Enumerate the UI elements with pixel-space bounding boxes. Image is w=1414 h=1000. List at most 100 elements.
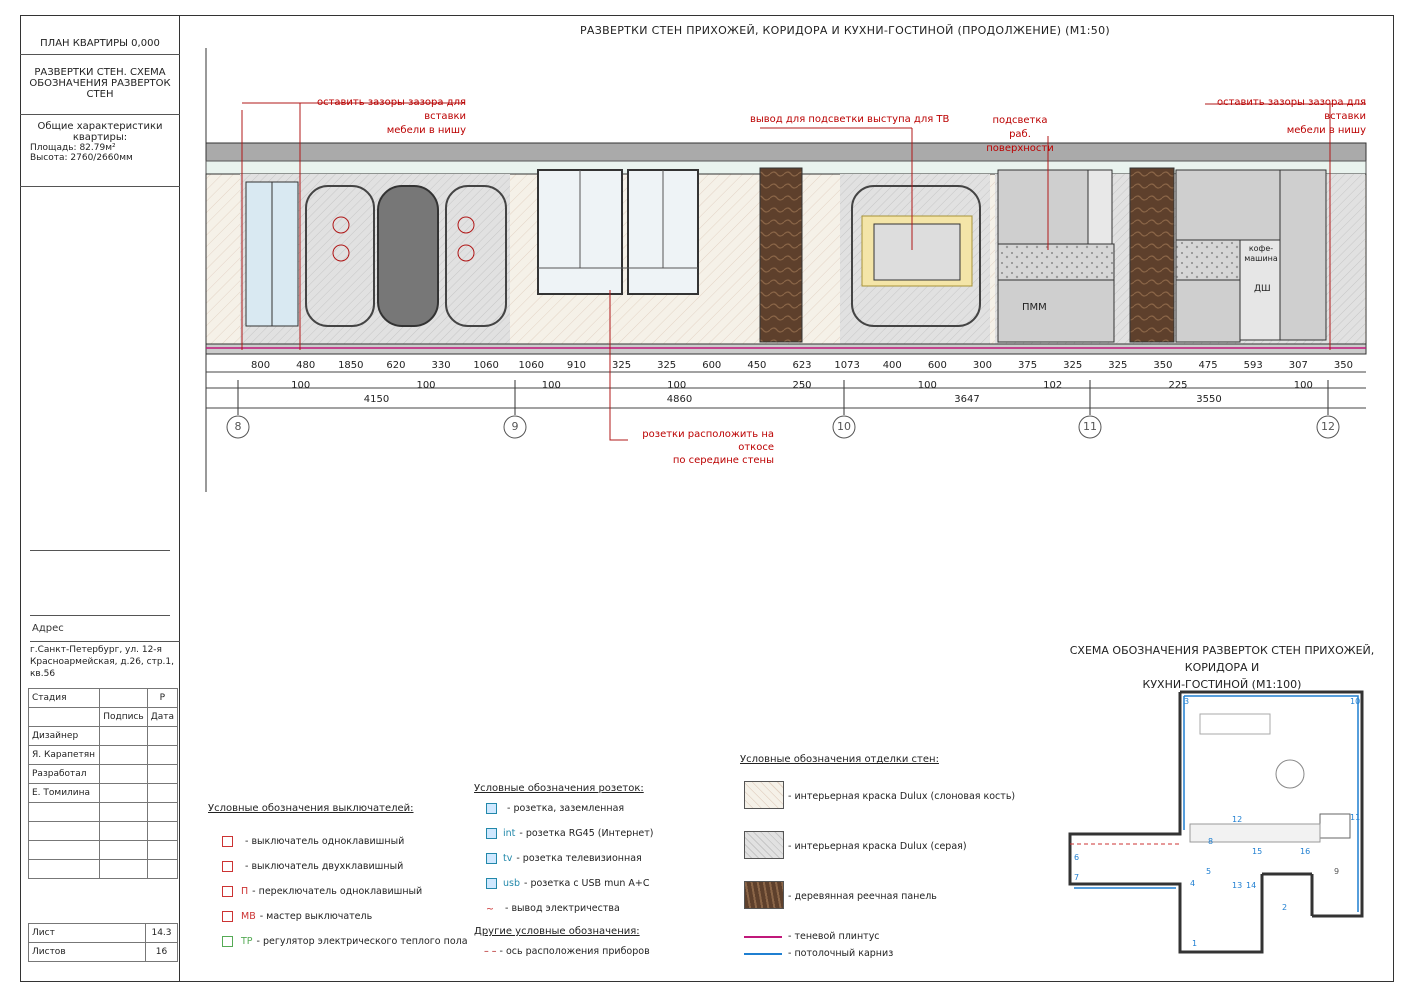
- socket-legend-text: - розетка телевизионная: [516, 853, 642, 864]
- wood-panel-1: [759, 167, 803, 343]
- switch-legend-text: - выключатель двухклавишный: [245, 861, 404, 872]
- dimension-label: 375: [1018, 360, 1038, 371]
- socket-legend-item: usb- розетка с USB mun A+C: [486, 878, 650, 889]
- divider: [30, 615, 170, 616]
- scheme-label-2: 2: [1282, 903, 1287, 912]
- rounded-niche-2: [445, 185, 507, 327]
- sheet-name-line2: ОБОЗНАЧЕНИЯ РАЗВЕРТОК СТЕН: [29, 78, 171, 100]
- gap-note-right-line1: оставить зазоры зазора для вставки: [1216, 97, 1366, 122]
- sheet-name-line1: РАЗВЕРТКИ СТЕН. СХЕМА: [34, 67, 166, 78]
- total-dimension-label: 4860: [666, 394, 693, 405]
- dimension-label: 800: [251, 360, 271, 371]
- socket-legend-item: ~- вывод электричества: [486, 903, 620, 915]
- kitchen-upper-cabinet: [997, 169, 1091, 245]
- kitchen-lower-cabinet: [997, 279, 1115, 343]
- char-title-2: квартиры:: [72, 132, 128, 143]
- apartment-characteristics: Общие характеристики квартиры: Площадь: …: [20, 115, 180, 187]
- finish-cornice-text: - потолочный карниз: [788, 948, 894, 959]
- dimension-label: 600: [702, 360, 722, 371]
- dimension-label: 593: [1243, 360, 1263, 371]
- scheme-title-line2: КУХНИ-ГОСТИНОЙ (М1:100): [1142, 678, 1302, 691]
- plan-label: ПЛАН КВАРТИРЫ 0,000: [20, 33, 180, 55]
- fridge-column: [1279, 169, 1327, 341]
- axis-number: 11: [1083, 420, 1097, 433]
- scheme-label-13: 13: [1232, 881, 1242, 890]
- switch-legend-text: - регулятор электрического теплого пола: [256, 936, 468, 947]
- dimension-label: 100: [917, 380, 937, 391]
- dimension-label: 325: [1108, 360, 1128, 371]
- address-value: г.Санкт-Петербург, ул. 12-я Красноармейс…: [30, 641, 180, 680]
- scheme-label-16: 16: [1300, 847, 1310, 856]
- axis-number: 10: [837, 420, 851, 433]
- socket-symbol-icon: [486, 803, 497, 814]
- sheets-value: 16: [145, 942, 178, 962]
- socket-legend-text: - розетка с USB mun A+C: [524, 878, 650, 889]
- switch-symbol-icon: [222, 861, 233, 872]
- title-block-sidebar: ПЛАН КВАРТИРЫ 0,000 РАЗВЕРТКИ СТЕН. СХЕМ…: [20, 15, 180, 982]
- kitchen-backsplash-2: [1175, 239, 1241, 281]
- light-point: [457, 244, 475, 262]
- dimension-label: 325: [611, 360, 632, 371]
- dimension-label: 350: [1153, 360, 1173, 371]
- dimension-label: 250: [792, 380, 812, 391]
- dimension-label: 600: [927, 360, 947, 371]
- axis-bubble: [1316, 415, 1340, 439]
- work-light-line1: подсветка раб.: [992, 115, 1048, 140]
- switch-symbol-code: ТР: [241, 936, 253, 947]
- ivory-swatch: [744, 781, 784, 809]
- area-value: Площадь: 82.79м²: [30, 143, 116, 153]
- switch-legend-text: - мастер выключатель: [259, 911, 373, 922]
- dimension-label: 102: [1043, 380, 1063, 391]
- gap-note-left-line2: мебели в нишу: [386, 125, 466, 136]
- kitchen-shelf: [1087, 169, 1113, 245]
- developed-label: Разработал: [27, 764, 101, 784]
- other-legend-title: Другие условные обозначения:: [474, 926, 640, 937]
- switch-symbol-icon: [222, 911, 233, 922]
- scheme-label-5: 5: [1206, 867, 1211, 876]
- wall-outline: [1068, 692, 1264, 954]
- socket-legend-item: int- розетка RG45 (Интернет): [486, 828, 654, 839]
- scheme-label-9: 9: [1334, 867, 1339, 876]
- switch-symbol-icon: [222, 836, 233, 847]
- axis-bubble: [503, 415, 527, 439]
- sign-label: Подпись: [99, 707, 148, 727]
- switch-symbol-code: МВ: [241, 911, 256, 922]
- dimension-label: 475: [1198, 360, 1218, 371]
- dimension-label: 1073: [834, 360, 860, 371]
- dimension-label: 1850: [338, 360, 364, 371]
- scheme-label-10: 10: [1350, 697, 1360, 706]
- address-line2: Красноармейская, д.26, стр.1,: [30, 657, 175, 667]
- developer-name: Е. Томилина: [27, 783, 101, 803]
- dimension-label: 300: [972, 360, 993, 371]
- dimension-label: 400: [882, 360, 902, 371]
- scheme-title: СХЕМА ОБОЗНАЧЕНИЯ РАЗВЕРТОК СТЕН ПРИХОЖЕ…: [1052, 642, 1392, 693]
- floor-slab: [205, 343, 1367, 355]
- gap-note-right-line2: мебели в нишу: [1286, 125, 1366, 136]
- skirting-line-swatch: [744, 936, 782, 938]
- dimension-label: 330: [431, 360, 451, 371]
- stage-label: Стадия: [27, 688, 101, 708]
- coffee-machine-label: кофе-машина: [1244, 244, 1278, 263]
- switch-symbol-icon: [222, 936, 233, 947]
- axis-number: 12: [1321, 420, 1335, 433]
- scheme-label-4: 4: [1190, 879, 1195, 888]
- light-point: [332, 216, 350, 234]
- scheme-label-11: 11: [1350, 813, 1360, 822]
- dimension-label: 100: [541, 380, 561, 391]
- scheme-label-7: 7: [1074, 873, 1079, 882]
- total-dimension-label: 3550: [1196, 394, 1222, 405]
- oven-label: ДШ: [1254, 284, 1271, 294]
- wood-swatch: [744, 881, 784, 909]
- kitchen-counter: [1189, 823, 1321, 843]
- total-dimension-label: 4150: [363, 394, 390, 405]
- rounded-mirror: [377, 185, 439, 327]
- scheme-title-line1: СХЕМА ОБОЗНАЧЕНИЯ РАЗВЕРТОК СТЕН ПРИХОЖЕ…: [1069, 644, 1375, 674]
- socket-symbol-icon: ~: [486, 904, 494, 915]
- dimension-label: 1060: [473, 360, 499, 371]
- dimension-label: 450: [747, 360, 767, 371]
- switch-legend-item: МВ- мастер выключатель: [222, 911, 372, 922]
- dimension-label: 325: [1063, 360, 1083, 371]
- dimension-label: 910: [566, 360, 586, 371]
- cornice-line-swatch: [744, 953, 782, 955]
- dimension-label: 623: [792, 360, 812, 371]
